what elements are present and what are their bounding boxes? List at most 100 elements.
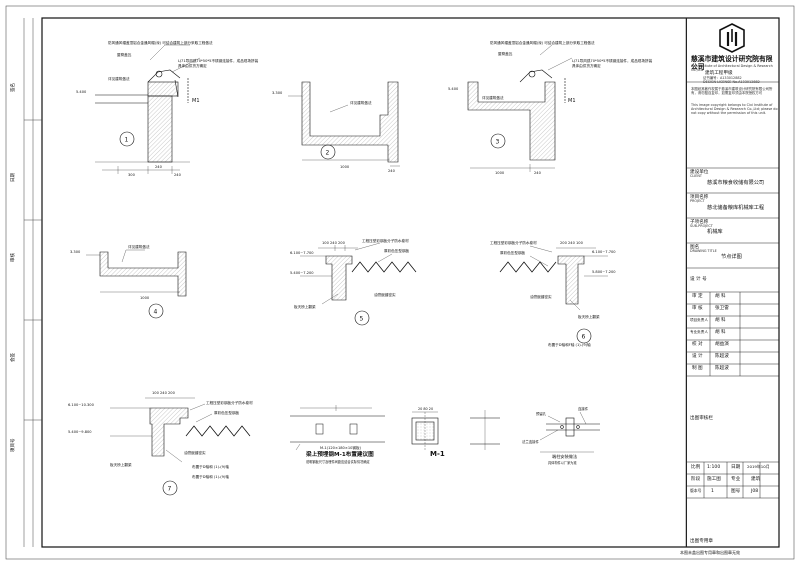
detail-7 [110,397,251,496]
company-name: 慈溪市建筑设计研究院有限公司 [691,55,773,71]
m1-title: M-1 [430,450,445,458]
client-name: 慈溪市粮食收储有限公司 [707,180,765,186]
beam-embed-text: 梁上预埋钢M-1布置建议图 M-1(120×180×10钢板) 说明钢板尺寸及埋… [306,445,374,464]
staff-role: 制 图 [692,366,703,371]
detail-mark: 2 [326,150,330,157]
m1-dims: 20 80 20 [418,407,433,411]
detail-mark: 5 [360,316,364,323]
dimension: 100 240 200 [322,241,346,245]
binding-label: 审核 [9,253,16,262]
staff-role: 校 对 [692,342,703,347]
client-label-en: CLIENT [690,174,703,178]
detail-6-text: 200 240 100 6.100~7.700 5.800~7.200 工程压型… [490,240,616,347]
detail-mark: 1 [125,137,129,144]
dimension: 1000 [340,165,350,169]
title-block: 慈溪市建筑设计研究院有限公司 Cixi Institute of Archite… [686,18,780,547]
note: 详见建筑做法 [128,244,150,249]
elevation: 3.300 [70,250,81,254]
note: LJ71导风弧70*50*5不锈钢连接件，成品现场拼装 [178,58,259,63]
staff-name: 胡 科 [715,294,726,299]
detail-2-text: 详见建筑做法 3.300 1000 240 2 [272,91,396,173]
staff-name: 陈超波 [715,366,729,371]
inner-frame [41,17,780,548]
note: 详见建筑做法 [482,95,504,100]
note: 详见建筑做法 [108,76,130,81]
detail-2 [288,81,400,167]
elevation: 5.400~9.800 [68,430,92,434]
note: 详见建筑做法 [350,100,372,105]
note: 板天桥上翻梁 [110,462,132,467]
project-name: 慈北储备粮库机械库工程 [707,205,765,211]
node-sub: 具体构件以厂家为准 [548,460,577,465]
staff-role: 设 计 [692,354,703,359]
company-logo [719,23,745,53]
detail-3-text: 防风通风帽盖顶铝合金通风帽(深) 可结合建筑上部分采取工程做法 LJ71导风弧7… [448,40,653,175]
staff-name: 胡 科 [715,318,726,323]
beam-title: 梁上预埋钢M-1布置建议图 [306,450,374,458]
discipline-label: 专业 [731,477,741,482]
note: 防风通风帽盖顶铝合金通风帽(深) 可结合建筑上部分采取工程做法 [490,40,595,45]
detail-5-text: 100 240 200 6.100~7.700 5.400~7.200 工程压型… [290,238,410,323]
staff-role: 审 定 [692,294,703,299]
subitem-label-en: SUB-PROJECT [690,224,713,228]
note: 具体由供货方确定 [572,63,601,68]
elevation: 5.400~7.200 [290,271,314,275]
note: 预留孔 [536,411,547,416]
column-node-detail [539,411,600,453]
staff-name: 陈超波 [715,354,729,359]
dimension: 240 [155,165,163,169]
note: 布置于D轴和 (1)-(9)轴 [192,464,229,469]
dimension: 100 240 200 [152,391,176,395]
note: 法兰连接件 [522,439,540,444]
note: 工程压型彩钢板分子防水卷材 [490,240,537,245]
binding-label: 签名 [9,83,16,92]
version-value: 1 [711,489,714,494]
subitem-name: 机械库 [707,229,723,235]
note: 连接件 [578,406,589,411]
detail-mark: 4 [154,309,158,316]
note: 屋脊盖瓦 [117,52,132,57]
note: 工程压型彩钢板分子防水卷材 [362,238,409,243]
m1-detail [411,410,500,450]
note: 厚彩色压型钢板 [500,250,526,255]
detail-6 [499,245,608,344]
elevation: 5.800~7.200 [592,270,616,274]
dimension: 1000 [140,296,150,300]
detail-mark: 6 [582,334,586,341]
beam-sub: M-1(120×180×10钢板) [320,445,362,450]
beam-note: 说明钢板尺寸及埋件间距应结合实际情况确定 [306,459,371,464]
note: 板天桥上翻梁 [294,304,316,309]
column-node-text: 预留孔 法兰连接件 连接件 端柱安装做法 具体构件以厂家为准 [522,406,589,465]
note: 油膏嵌缝密实 [530,294,552,299]
staff-name: 胡益演 [715,342,729,347]
scale-label: 比例 [691,465,701,470]
beam-embed-detail [290,405,385,451]
node-title: 端柱安装做法 [552,453,577,460]
note: 工程压型彩钢板分子防水卷材 [206,400,253,405]
stamp-label: 出图专用章 [690,539,713,544]
dimension: 240 [174,173,182,177]
sheet-no-value: J08 [751,489,759,494]
drawing-title: 节点详图 [721,254,742,260]
qualification: 建筑工程甲级 [705,71,733,76]
elevation: 5.400 [76,90,87,94]
detail-1-text: 防风通风帽盖顶铝合金通风帽(深) 可结合建筑上部分采取工程做法 LJ71导风弧7… [76,40,259,177]
project-label-en: PROJECT [690,199,705,203]
note: 具体由供货方确定 [178,63,207,68]
outer-frame [5,5,795,560]
company-name-en: Cixi Institute of Architectural Design &… [691,64,773,72]
detail-mark: 3 [496,139,500,146]
note: 布置于D轴和 (1)-(9)轴 [192,474,229,479]
m1-label: M1 [192,98,200,104]
m1-label: M1 [568,98,576,104]
note: 油膏嵌缝密实 [374,292,396,297]
design-no-label: 设 计 号 [690,277,707,282]
drawing-label-en: DRAWING TITLE [690,249,717,253]
dimension: 240 [534,171,542,175]
detail-5 [300,242,417,326]
binding-label: 项目号 [10,438,16,452]
copyright-notice: 本图纸其著作权属于慈溪市建筑设计研究院有限公司所有，请勿擅自复印，如需复印须由本… [691,87,773,95]
note: 屋脊盖瓦 [498,51,513,56]
